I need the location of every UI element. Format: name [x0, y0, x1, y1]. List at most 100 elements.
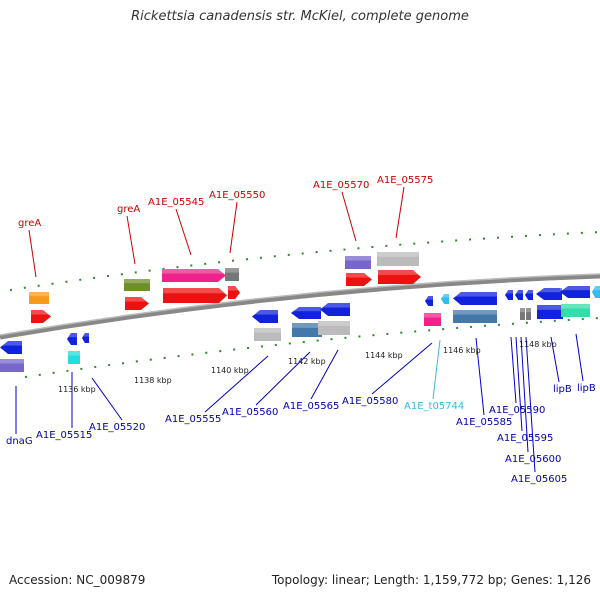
gene-feature-shine — [291, 307, 321, 312]
gene-feature-shine — [67, 333, 77, 338]
gene-label: lipB — [577, 383, 596, 394]
gene-feature — [525, 290, 533, 300]
gene-feature-shine — [228, 286, 240, 291]
label-leader — [525, 336, 536, 473]
scale-tick-label: 1138 kbp — [134, 376, 172, 385]
gene-label: A1E_05520 — [89, 422, 145, 433]
label-leader — [510, 336, 517, 404]
gene-feature — [346, 273, 372, 286]
map-title: Rickettsia canadensis str. McKiel, compl… — [131, 9, 469, 24]
label-leader — [575, 333, 584, 382]
gene-feature-shine — [163, 288, 227, 294]
gene-feature — [29, 292, 49, 304]
gene-feature — [537, 305, 563, 319]
upper-guide-track — [9, 231, 600, 291]
gene-feature — [526, 308, 531, 320]
gene-feature — [82, 333, 89, 343]
gene-feature — [441, 294, 449, 304]
gene-feature-shine — [537, 305, 563, 310]
gene-feature-shine — [520, 308, 525, 313]
gene-feature — [125, 297, 149, 310]
gene-feature — [378, 270, 421, 284]
gene-label: greA — [117, 204, 140, 215]
gene-feature-shine — [320, 303, 350, 308]
gene-feature — [318, 321, 350, 335]
gene-feature-shine — [68, 351, 80, 356]
gene-feature-shine — [318, 321, 350, 326]
gene-feature — [31, 310, 51, 323]
label-leader — [126, 215, 136, 265]
gene-label: A1E_05545 — [148, 197, 204, 208]
gene-feature — [252, 310, 278, 323]
gene-feature-shine — [292, 323, 322, 328]
gene-feature-shine — [125, 297, 149, 302]
label-leader — [28, 229, 37, 278]
gene-feature-shine — [0, 359, 24, 364]
gene-label: A1E_05565 — [283, 401, 339, 412]
topology-text: Topology: linear; Length: 1,159,772 bp; … — [271, 573, 591, 587]
gene-feature-shine — [254, 328, 281, 333]
gene-feature — [520, 308, 525, 320]
gene-feature — [560, 286, 590, 298]
gene-feature-shine — [425, 296, 433, 300]
gene-feature — [320, 303, 350, 316]
gene-label: A1E_05570 — [313, 180, 369, 191]
gene-feature — [68, 351, 80, 364]
gene-feature-shine — [536, 288, 562, 293]
gene-label: A1E_05575 — [377, 175, 433, 186]
gene-label: greA — [18, 218, 41, 229]
gene-feature-shine — [453, 292, 497, 297]
gene-feature — [453, 310, 497, 323]
scale-tick-label: 1142 kbp — [288, 357, 326, 366]
gene-label: A1E_05605 — [511, 474, 567, 485]
label-leader — [175, 208, 192, 256]
label-leader — [520, 336, 529, 453]
gene-feature — [67, 333, 77, 345]
gene-label: A1E_05585 — [456, 417, 512, 428]
gene-feature-shine — [252, 310, 278, 315]
label-leader — [550, 336, 560, 383]
label-leader — [432, 339, 441, 400]
label-leader — [515, 336, 523, 432]
gene-label: A1E_05580 — [342, 396, 398, 407]
accession-text: Accession: NC_009879 — [9, 573, 146, 587]
gene-label: A1E_05560 — [222, 407, 278, 418]
gene-feature-shine — [162, 269, 226, 274]
gene-feature — [536, 288, 562, 300]
gene-feature — [124, 279, 150, 291]
gene-features — [0, 252, 600, 372]
gene-feature-shine — [592, 286, 600, 291]
label-leader — [341, 191, 357, 242]
label-leader — [395, 186, 405, 239]
gene-label: A1E_05590 — [489, 405, 545, 416]
gene-label: dnaG — [6, 436, 33, 447]
gene-feature — [425, 296, 433, 306]
label-leader — [229, 201, 238, 254]
gene-label: lipB — [553, 384, 572, 395]
label-leader — [255, 351, 311, 406]
gene-feature-shine — [525, 290, 533, 294]
gene-label: A1E_05595 — [497, 433, 553, 444]
gene-feature-shine — [560, 286, 590, 291]
gene-label: A1E_05515 — [36, 430, 92, 441]
gene-feature-shine — [225, 268, 239, 273]
gene-feature-shine — [505, 290, 513, 294]
gene-feature-shine — [377, 252, 419, 257]
scale-tick-label: 1136 kbp — [58, 385, 96, 394]
gene-feature-shine — [561, 304, 590, 309]
scale-tick-label: 1144 kbp — [365, 351, 403, 360]
gene-feature — [0, 359, 24, 372]
gene-label: A1E_05600 — [505, 454, 561, 465]
genome-backbone — [0, 273, 600, 340]
label-leader — [91, 377, 123, 421]
label-leader — [475, 337, 485, 416]
gene-feature-shine — [0, 341, 22, 346]
gene-label: A1E_05555 — [165, 414, 221, 425]
gene-label: A1E_t05744 — [404, 401, 464, 412]
gene-feature — [561, 304, 590, 317]
gene-feature — [515, 290, 523, 300]
gene-feature-shine — [441, 294, 449, 298]
gene-feature-shine — [526, 308, 531, 313]
